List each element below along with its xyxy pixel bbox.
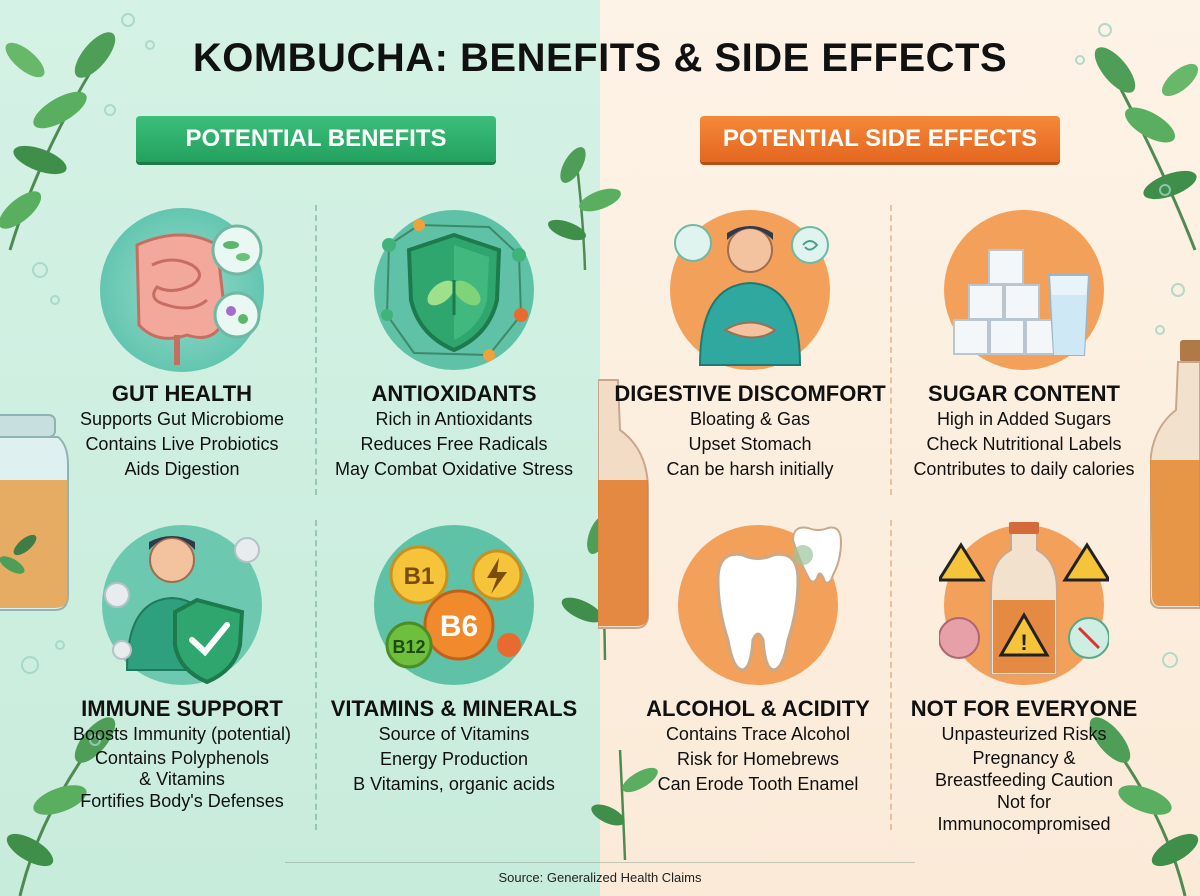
card-line: Check Nutritional Labels bbox=[926, 434, 1122, 454]
card-line: Risk for Homebrews bbox=[676, 749, 840, 769]
card-heading: GUT HEALTH bbox=[111, 381, 253, 406]
svg-text:!: ! bbox=[1020, 630, 1027, 655]
footer-divider bbox=[285, 862, 915, 863]
benefits-divider-top bbox=[315, 205, 317, 495]
card-heading: ALCOHOL & ACIDITY bbox=[646, 696, 870, 721]
kombucha-bottle-right-icon bbox=[1150, 340, 1200, 609]
side-effect-card-not-for-everyone: ! NOT FOR EVERYONE Unpasteurized Risks P… bbox=[884, 520, 1164, 835]
card-line: Can Erode Tooth Enamel bbox=[657, 774, 859, 794]
benefits-ribbon: POTENTIAL BENEFITS bbox=[114, 116, 518, 164]
benefit-card-immune-support: IMMUNE SUPPORT Boosts Immunity (potentia… bbox=[42, 520, 322, 814]
card-line: Not for bbox=[996, 792, 1052, 812]
card-line: Breastfeeding Caution bbox=[934, 770, 1114, 790]
leaf-sprig-center-top-icon bbox=[548, 147, 621, 270]
side-effect-card-digestive-discomfort: DIGESTIVE DISCOMFORT Bloating & Gas Upse… bbox=[610, 205, 890, 482]
card-line: Contains Live Probiotics bbox=[85, 434, 279, 454]
vitamins-icon: B1 B6 B12 bbox=[374, 525, 534, 685]
benefit-card-gut-health: GUT HEALTH Supports Gut Microbiome Conta… bbox=[42, 205, 322, 482]
card-line: Can be harsh initially bbox=[666, 459, 834, 479]
card-heading: DIGESTIVE DISCOMFORT bbox=[614, 381, 886, 406]
side-effects-ribbon: POTENTIAL SIDE EFFECTS bbox=[678, 116, 1082, 164]
side-effect-card-alcohol-acidity: ALCOHOL & ACIDITY Contains Trace Alcohol… bbox=[618, 520, 898, 797]
card-line: Boosts Immunity (potential) bbox=[72, 724, 292, 744]
card-line: Source of Vitamins bbox=[378, 724, 530, 744]
benefit-card-vitamins-minerals: B1 B6 B12 VITAMINS & MINERALS Source of … bbox=[314, 520, 594, 797]
side-effects-ribbon-label: POTENTIAL SIDE EFFECTS bbox=[722, 125, 1038, 152]
shield-leaf-icon bbox=[374, 210, 534, 370]
card-line: Supports Gut Microbiome bbox=[79, 409, 285, 429]
card-heading: ANTIOXIDANTS bbox=[371, 381, 537, 406]
benefit-card-antioxidants: ANTIOXIDANTS Rich in Antioxidants Reduce… bbox=[314, 205, 594, 482]
card-heading: SUGAR CONTENT bbox=[928, 381, 1120, 406]
card-line: Contains Polyphenols bbox=[94, 748, 270, 768]
sugar-cubes-icon bbox=[944, 210, 1104, 370]
side-effect-card-sugar-content: SUGAR CONTENT High in Added Sugars Check… bbox=[884, 205, 1164, 482]
leaf-decoration-bottom-right-icon bbox=[1089, 717, 1199, 896]
kombucha-bottle-center-icon bbox=[598, 379, 649, 629]
vitamin-b1-label: B1 bbox=[404, 563, 435, 590]
card-line: Unpasteurized Risks bbox=[941, 724, 1107, 744]
side-effects-divider-bottom bbox=[890, 520, 892, 830]
page-title: KOMBUCHA: BENEFITS & SIDE EFFECTS bbox=[192, 36, 1008, 80]
card-line: Aids Digestion bbox=[124, 459, 240, 479]
card-line: Pregnancy & bbox=[972, 748, 1076, 768]
card-heading: IMMUNE SUPPORT bbox=[81, 696, 283, 721]
card-line: Fortifies Body's Defenses bbox=[80, 791, 284, 811]
card-line: & Vitamins bbox=[139, 769, 225, 789]
card-heading: VITAMINS & MINERALS bbox=[330, 696, 578, 721]
card-heading: NOT FOR EVERYONE bbox=[910, 696, 1138, 721]
immune-shield-icon bbox=[102, 525, 262, 685]
source-note: Source: Generalized Health Claims bbox=[498, 870, 702, 885]
vitamin-b12-label: B12 bbox=[392, 637, 425, 657]
card-line: Rich in Antioxidants bbox=[375, 409, 533, 429]
kombucha-jar-left-icon bbox=[0, 414, 69, 611]
leaf-sprig-center-lower-icon bbox=[591, 749, 658, 860]
card-line: May Combat Oxidative Stress bbox=[334, 459, 574, 479]
card-line: Upset Stomach bbox=[688, 434, 812, 454]
card-line: Immunocompromised bbox=[937, 814, 1111, 834]
benefits-ribbon-label: POTENTIAL BENEFITS bbox=[185, 125, 447, 152]
stomach-ache-icon bbox=[670, 210, 830, 370]
card-line: Bloating & Gas bbox=[689, 409, 811, 429]
leaf-decoration-top-right-icon bbox=[1094, 47, 1199, 251]
card-line: Energy Production bbox=[379, 749, 529, 769]
card-line: Contributes to daily calories bbox=[913, 459, 1135, 479]
card-line: B Vitamins, organic acids bbox=[353, 774, 555, 794]
warning-bottle-icon: ! bbox=[939, 522, 1109, 685]
benefits-divider-bottom bbox=[315, 520, 317, 830]
leaf-decoration-bottom-left-icon bbox=[6, 717, 116, 896]
tooth-icon bbox=[678, 525, 843, 685]
gut-icon bbox=[100, 208, 264, 372]
card-line: Contains Trace Alcohol bbox=[665, 724, 851, 744]
side-effects-divider-top bbox=[890, 205, 892, 495]
vitamin-b6-label: B6 bbox=[440, 610, 478, 643]
card-line: High in Added Sugars bbox=[936, 409, 1112, 429]
leaf-decoration-top-left-icon bbox=[0, 32, 116, 251]
card-line: Reduces Free Radicals bbox=[360, 434, 548, 454]
